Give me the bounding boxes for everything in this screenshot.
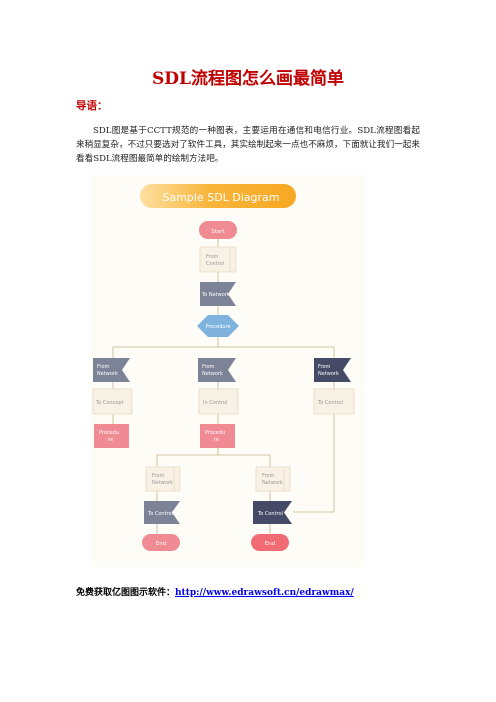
end-node-right-label: End: [265, 541, 275, 547]
end-node-left-label: End: [156, 541, 166, 547]
from-network-lower-left-line1: From: [152, 473, 165, 479]
in-control-node: In Control: [198, 388, 239, 415]
to-concept-label: To Concept: [95, 400, 124, 406]
from-network-right-line1: From: [318, 364, 331, 370]
from-network-left-line1: From: [97, 364, 110, 370]
to-control-lower-left-label: To Control: [147, 511, 173, 517]
from-network-right-line2: Network: [318, 371, 339, 377]
output-node-to-control-lower-right: To Control: [253, 501, 292, 524]
input-node-from-control: From Control: [199, 246, 237, 273]
from-network-center-line1: From: [202, 364, 215, 370]
input-node-from-network-right: From Network: [314, 358, 351, 382]
process-left-line1: Procedu: [99, 430, 119, 436]
from-network-lower-right-line1: From: [262, 473, 275, 479]
document-title: SDL流程图怎么画最简单: [152, 69, 344, 89]
process-left-line2: re: [108, 437, 113, 443]
diagram-banner-text: Sample SDL Diagram: [162, 191, 279, 204]
input-node-from-network-lower-left: From Network: [145, 466, 181, 492]
from-control-line1: From: [206, 254, 219, 260]
process-center-line1: Procedu: [205, 430, 225, 436]
process-center-line2: re: [214, 437, 219, 443]
lead-heading: 导语：: [76, 100, 108, 112]
from-control-line2: Control: [206, 261, 224, 267]
procedure-node-label: Procedure: [205, 324, 230, 330]
output-node-to-network: [200, 282, 236, 306]
process-node-left: Procedu re: [94, 424, 129, 448]
end-node-left: [142, 534, 180, 551]
to-control-right-label: To Control: [317, 400, 343, 406]
input-node-from-network-center: From Network: [198, 358, 236, 382]
from-network-lower-left-line2: Network: [152, 480, 173, 486]
start-node: [199, 221, 237, 239]
process-node-center: Procedu re: [200, 424, 235, 448]
footer-label: 免费获取亿图图示软件：: [76, 588, 176, 598]
intro-paragraph: SDL图是基于CCTT规范的一种图表，主要运用在通信和电信行业。SDL流程图看起…: [76, 126, 420, 164]
end-node-right: [251, 534, 289, 551]
to-control-node-right: To Control: [313, 388, 355, 415]
procedure-node: [197, 315, 239, 337]
diagram-banner: [140, 184, 296, 208]
input-node-from-network-lower-right: From Network: [255, 466, 291, 492]
start-node-label: Start: [211, 229, 225, 235]
from-network-lower-right-line2: Network: [262, 480, 283, 486]
sdl-diagram: Sample SDL Diagram Start From Control To…: [90, 175, 366, 567]
from-network-left-line2: Network: [97, 371, 118, 377]
connector-lines: [112, 239, 335, 534]
input-node-from-network-left: From Network: [93, 358, 130, 382]
footer-line: 免费获取亿图图示软件：http://www.edrawsoft.cn/edraw…: [76, 585, 354, 598]
sdl-diagram-canvas: Sample SDL Diagram Start From Control To…: [92, 184, 355, 551]
to-concept-node: To Concept: [92, 388, 133, 415]
to-control-lower-right-label: To Control: [257, 511, 283, 517]
in-control-label: In Control: [203, 400, 227, 406]
output-node-to-control-lower-left: To Control: [144, 501, 180, 524]
to-network-label: To Network: [201, 292, 230, 298]
from-network-center-line2: Network: [202, 371, 223, 377]
edrawmax-download-link[interactable]: http://www.edrawsoft.cn/edrawmax/: [175, 588, 354, 598]
